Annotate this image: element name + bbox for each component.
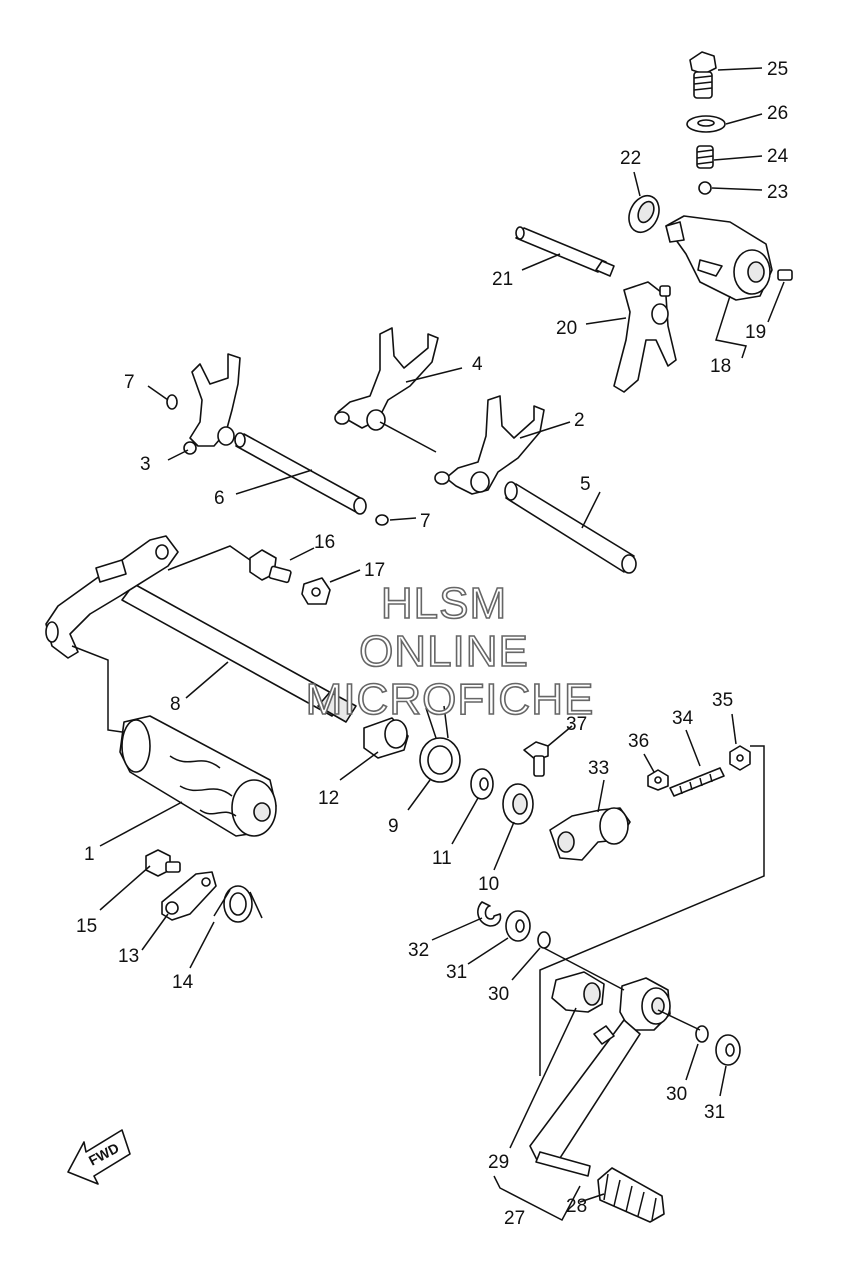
fwd-direction-arrow: FWD [67,1129,131,1185]
callout-1: 1 [84,844,95,865]
part-19-pin [777,269,793,281]
part-23-ball [698,181,712,195]
callout-31-upper: 31 [446,962,467,983]
watermark-line3: MICROFICHE [306,675,595,724]
callout-26: 26 [767,103,788,124]
watermark: HLSM ONLINE MICROFICHE [305,578,595,725]
part-36-nut [647,769,669,791]
part-6-guide-bar [234,432,367,515]
callout-29: 29 [488,1152,509,1173]
part-1-shift-drum [119,715,277,837]
part-15-bolt [145,849,181,877]
callout-30-lower: 30 [666,1084,687,1105]
watermark-line2: ONLINE [359,627,529,676]
callout-31-lower: 31 [704,1102,725,1123]
callout-10: 10 [478,874,499,895]
part-20-shift-fork [613,281,677,393]
part-21-shaft [515,226,615,277]
callout-7-lower: 7 [420,511,431,532]
part-24-spring [696,145,714,169]
part-32-circlip [477,901,502,927]
callout-33: 33 [588,758,609,779]
part-33-shift-arm [549,807,631,861]
callout-24: 24 [767,146,789,167]
part-2-shift-fork [434,395,545,495]
callout-6: 6 [214,488,225,509]
callout-25: 25 [767,59,788,80]
part-18-segment-assy [665,215,773,301]
part-11-washer [470,768,494,800]
callout-19: 19 [745,322,766,343]
callout-5: 5 [580,474,591,495]
callout-28: 28 [566,1196,587,1217]
callout-20: 20 [556,318,577,339]
part-26-washer [686,115,726,133]
callout-17: 17 [364,560,385,581]
watermark-line1: HLSM [381,579,507,628]
part-8-shift-shaft [45,535,357,723]
part-7-circlip-lower [375,514,389,526]
callout-35: 35 [712,690,733,711]
callout-12: 12 [318,788,339,809]
part-10-oil-seal [502,783,534,825]
callout-13: 13 [118,946,139,967]
part-35-nut [729,745,751,771]
callout-32: 32 [408,940,429,961]
part-34-shift-rod [669,767,725,797]
callout-22: 22 [620,148,641,169]
callout-4: 4 [472,354,483,375]
callout-9: 9 [388,816,399,837]
part-17-stopper [301,577,331,605]
callout-27: 27 [504,1208,525,1229]
callout-21: 21 [492,269,513,290]
callout-37: 37 [566,714,587,735]
part-13-stopper-lever [161,871,217,921]
leader-lines [71,67,785,1222]
callout-2: 2 [574,410,585,431]
part-3-shift-fork [183,353,241,455]
part-5-guide-bar [504,481,637,574]
callout-16: 16 [314,532,335,553]
callout-7-upper: 7 [124,372,135,393]
callout-36: 36 [628,731,649,752]
callout-30-upper: 30 [488,984,509,1005]
part-7-circlip-upper [166,394,178,410]
callout-11: 11 [432,848,452,869]
callout-labels: 25 26 24 23 22 21 19 20 18 4 7 2 3 6 5 7… [76,59,789,1229]
part-29-shift-pedal [529,971,671,1163]
part-9-return-spring [419,705,461,783]
callout-14: 14 [172,972,194,993]
callout-15: 15 [76,916,97,937]
part-31-washer-upper [505,910,531,942]
part-14-torsion-spring [213,885,263,923]
part-25-bolt [689,51,717,99]
part-30-o-ring-upper [537,931,551,949]
callout-34: 34 [672,708,694,729]
part-22-oil-seal [628,194,660,234]
part-28-pedal-rubber [535,1151,665,1223]
part-31-washer-lower [715,1034,741,1066]
part-4-shift-fork [334,327,439,431]
callout-3: 3 [140,454,151,475]
callout-18: 18 [710,356,731,377]
part-16-bolt [249,549,292,584]
callout-8: 8 [170,694,181,715]
callout-23: 23 [767,182,788,203]
part-37-bolt [523,741,549,777]
part-12-collar [363,717,409,759]
